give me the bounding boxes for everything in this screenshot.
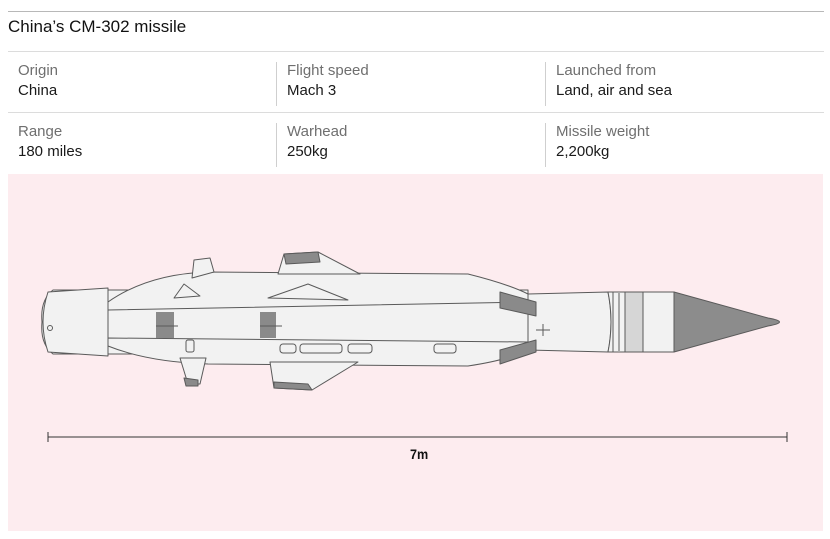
spec-label: Launched from (556, 62, 657, 79)
spec-launched-from: Launched from Land, air and sea (545, 62, 825, 106)
spec-value: China (18, 82, 58, 99)
nose-cone (673, 291, 780, 353)
spec-value: 250kg (287, 143, 328, 160)
specs-divider-middle (8, 112, 824, 113)
spec-label: Range (18, 123, 63, 140)
top-divider (8, 11, 824, 12)
spec-label: Missile weight (556, 123, 650, 140)
spec-value: 2,200kg (556, 143, 610, 160)
specs-divider-top (8, 51, 824, 52)
page-title: China’s CM-302 missile (8, 17, 187, 36)
spec-flight-speed: Flight speed Mach 3 (276, 62, 546, 106)
spec-value: Mach 3 (287, 82, 337, 99)
missile-illustration (41, 251, 788, 442)
spec-origin: Origin China (8, 62, 276, 106)
body-band (624, 291, 644, 353)
spec-range: Range 180 miles (8, 123, 276, 167)
spec-missile-weight: Missile weight 2,200kg (545, 123, 825, 167)
missile-illustration-panel (8, 174, 823, 531)
spec-label: Warhead (287, 123, 348, 140)
length-label: 7m (410, 446, 429, 462)
spec-warhead: Warhead 250kg (276, 123, 546, 167)
spec-label: Flight speed (287, 62, 369, 79)
spec-value: 180 miles (18, 143, 83, 160)
length-dimension-line (47, 432, 788, 442)
spec-value: Land, air and sea (556, 82, 672, 99)
spec-label: Origin (18, 62, 59, 79)
